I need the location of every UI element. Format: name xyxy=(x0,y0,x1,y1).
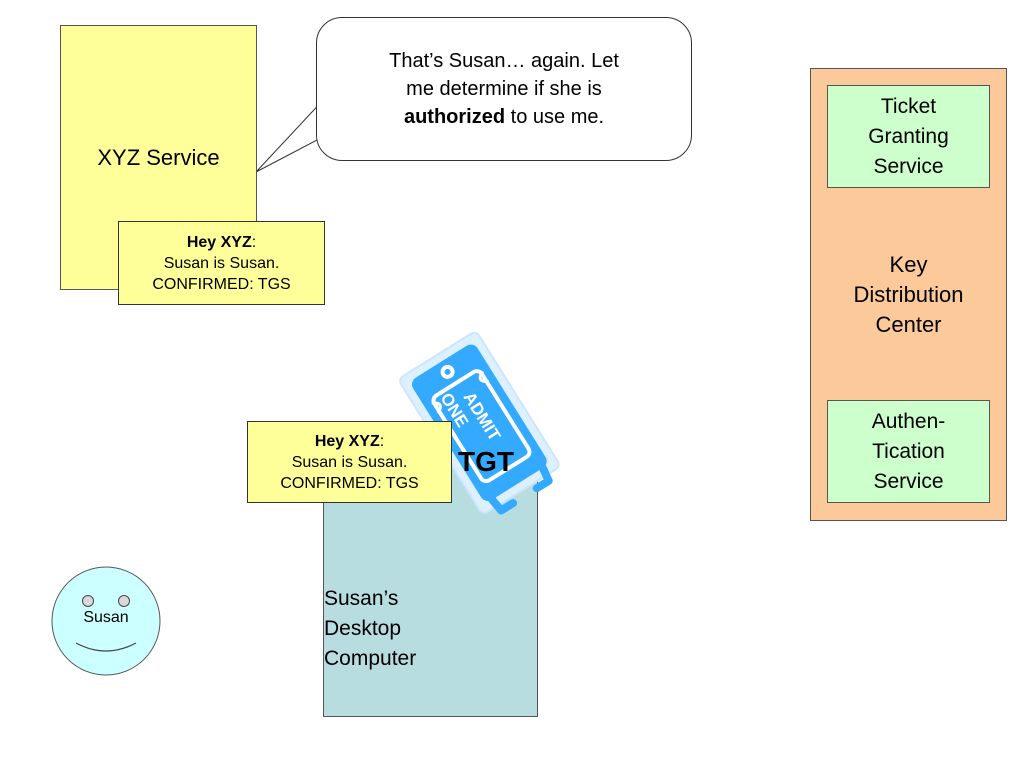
ticket-granting-service-box: Ticket Granting Service xyxy=(827,85,990,188)
as-line-3: Service xyxy=(873,469,944,493)
bubble-line-3: authorized to use me. xyxy=(404,103,604,131)
note-top-heading: Hey XYZ: xyxy=(187,232,256,253)
as-line-2: Tication xyxy=(872,439,945,463)
note-mid-heading: Hey XYZ: xyxy=(315,431,384,452)
note-mid-heading-bold: Hey XYZ xyxy=(314,432,380,450)
susan-label: Susan xyxy=(83,609,129,626)
authentication-service-box: Authen- Tication Service xyxy=(827,400,990,503)
note-top: Hey XYZ: Susan is Susan. CONFIRMED: TGS xyxy=(118,221,325,305)
note-top-heading-bold: Hey XYZ xyxy=(186,233,252,251)
tgs-line-2: Granting xyxy=(868,124,949,148)
kdc-line-1: Key xyxy=(889,251,928,277)
note-mid-line-1: Susan is Susan. xyxy=(291,453,408,471)
desktop-line-3: Computer xyxy=(324,646,417,670)
note-mid-heading-colon: : xyxy=(379,432,385,450)
note-top-line-1: Susan is Susan. xyxy=(163,254,280,272)
note-top-line-2: CONFIRMED: TGS xyxy=(152,275,291,293)
xyz-service-label: XYZ Service xyxy=(97,144,220,170)
note-mid-line-2: CONFIRMED: TGS xyxy=(280,474,419,492)
speech-bubble: That’s Susan… again. Let me determine if… xyxy=(316,17,692,161)
note-middle: Hey XYZ: Susan is Susan. CONFIRMED: TGS xyxy=(247,421,452,503)
bubble-line-2: me determine if she is xyxy=(406,78,602,100)
bubble-line-3-rest: to use me. xyxy=(505,106,605,128)
note-top-heading-colon: : xyxy=(251,233,257,251)
as-line-1: Authen- xyxy=(871,409,946,433)
kdc-line-2: Distribution xyxy=(853,281,964,307)
tgs-line-1: Ticket xyxy=(880,94,937,118)
desktop-line-2: Desktop xyxy=(324,616,402,640)
desktop-line-1: Susan’s xyxy=(324,586,399,610)
admit-one-ticket-icon: ADMIT ONE xyxy=(399,331,560,515)
kdc-line-3: Center xyxy=(875,311,942,337)
bubble-bold-word: authorized xyxy=(403,106,506,128)
tgt-label: TGT xyxy=(458,446,514,477)
susan-smiley-face-icon xyxy=(51,566,161,676)
tgs-line-3: Service xyxy=(873,154,944,178)
bubble-line-1: That’s Susan… again. Let xyxy=(389,50,619,72)
